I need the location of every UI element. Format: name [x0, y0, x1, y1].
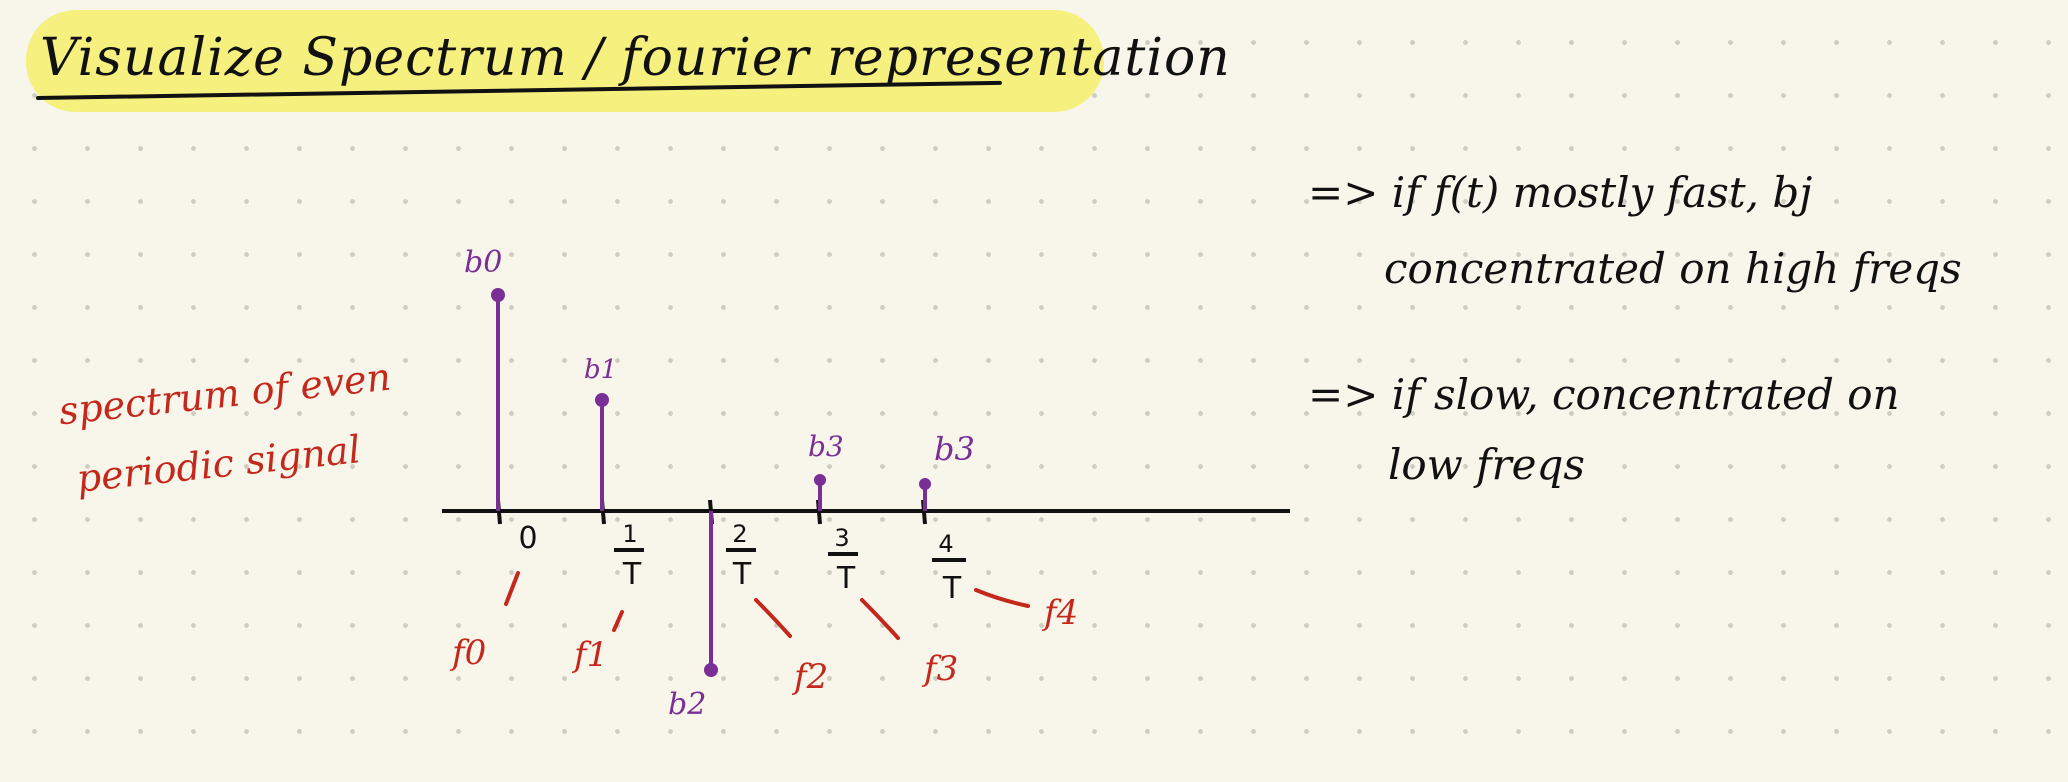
label-f0: f0	[449, 633, 486, 673]
coefficient-b1	[595, 393, 609, 511]
label-f2: f2	[791, 657, 828, 697]
tick-label-f2-num: 2	[732, 520, 747, 548]
coefficient-b2	[704, 511, 718, 677]
tick-label-f2-den: T	[732, 557, 752, 592]
coefficient-b0	[491, 288, 505, 511]
tick-label-f3-num: 3	[834, 524, 849, 552]
label-f4: f4	[1041, 593, 1078, 633]
label-b3b: b3	[934, 430, 975, 468]
coefficient-b3a	[814, 474, 826, 511]
note-1-line-2: concentrated on high freqs	[1384, 244, 1962, 293]
note-2-line-1: => if slow, concentrated on	[1308, 370, 1900, 419]
label-b2: b2	[668, 687, 706, 722]
tick-label-f1-den: T	[622, 557, 642, 592]
label-b0: b0	[464, 245, 502, 280]
tick-label-f1-num: 1	[622, 520, 637, 548]
label-f3: f3	[921, 649, 958, 689]
coefficient-labels: b0 b1 b2 b3 b3	[464, 245, 975, 722]
tick-labels: 0 1 T 2 T 3 T 4 T	[518, 520, 961, 606]
tick-label-f3-den: T	[836, 561, 856, 596]
tick-label-f4-num: 4	[938, 530, 953, 558]
tick-label-f4-den: T	[942, 571, 962, 606]
page-title: Visualize Spectrum / fourier representat…	[40, 28, 1231, 88]
note-1-line-1: => if f(t) mostly fast, bj	[1308, 168, 1813, 217]
label-b1: b1	[584, 355, 617, 385]
coefficient-b3b	[919, 478, 931, 511]
note-2-line-2: low freqs	[1388, 440, 1585, 489]
label-f1: f1	[571, 635, 608, 675]
frequency-labels: f0 f1 f2 f3 f4	[449, 593, 1078, 697]
tick-label-zero: 0	[518, 521, 537, 556]
freq-pointer-strokes	[504, 571, 1030, 640]
label-b3a: b3	[808, 430, 844, 463]
fraction-bars	[614, 548, 966, 562]
